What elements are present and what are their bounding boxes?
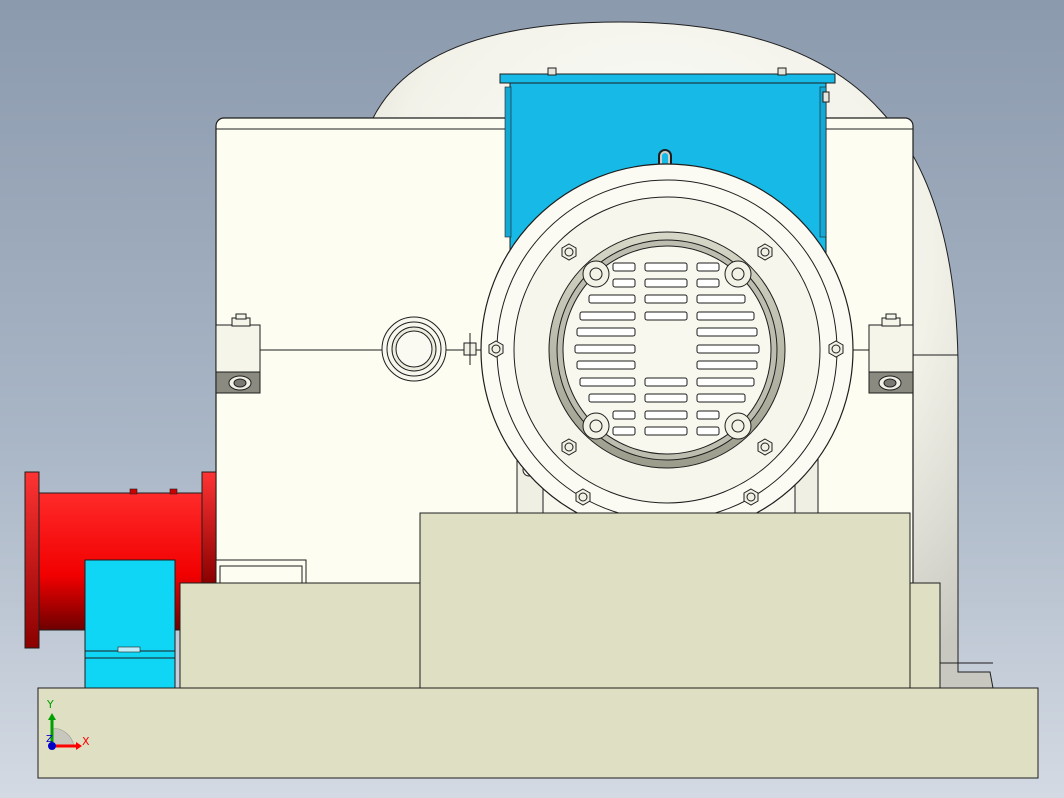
left-flange-bolt-block[interactable]: [215, 313, 261, 394]
cowl-mounting-lug: [582, 260, 610, 288]
flange-bolt: [828, 340, 844, 358]
pipe-support-bracket[interactable]: [84, 559, 176, 691]
flange-bolt: [575, 488, 591, 506]
cowl-mounting-lug: [724, 412, 752, 440]
flange-bolt: [743, 488, 759, 506]
fan-cover-grille: [574, 262, 760, 436]
motor-pedestal[interactable]: [419, 512, 911, 691]
base-riser[interactable]: [179, 582, 941, 691]
support-rail: [215, 559, 307, 585]
housing-bolt: [463, 333, 477, 365]
flange-bolt: [561, 438, 577, 456]
triad-y-label: Y: [47, 698, 54, 711]
right-flange-bolt-block[interactable]: [868, 313, 914, 394]
skid-base-plate[interactable]: [37, 687, 1039, 779]
triad-z-label: Z: [46, 734, 53, 745]
cowl-mounting-lug: [724, 260, 752, 288]
sight-glass-port[interactable]: [381, 316, 447, 382]
orientation-triad: [48, 713, 82, 750]
flange-bolt: [561, 243, 577, 261]
cowl-mounting-lug: [582, 412, 610, 440]
flange-bolt: [488, 340, 504, 358]
flange-bolt: [757, 438, 773, 456]
triad-z-axis-icon: [48, 742, 56, 750]
flange-bolt: [757, 243, 773, 261]
triad-x-label: X: [82, 735, 90, 748]
